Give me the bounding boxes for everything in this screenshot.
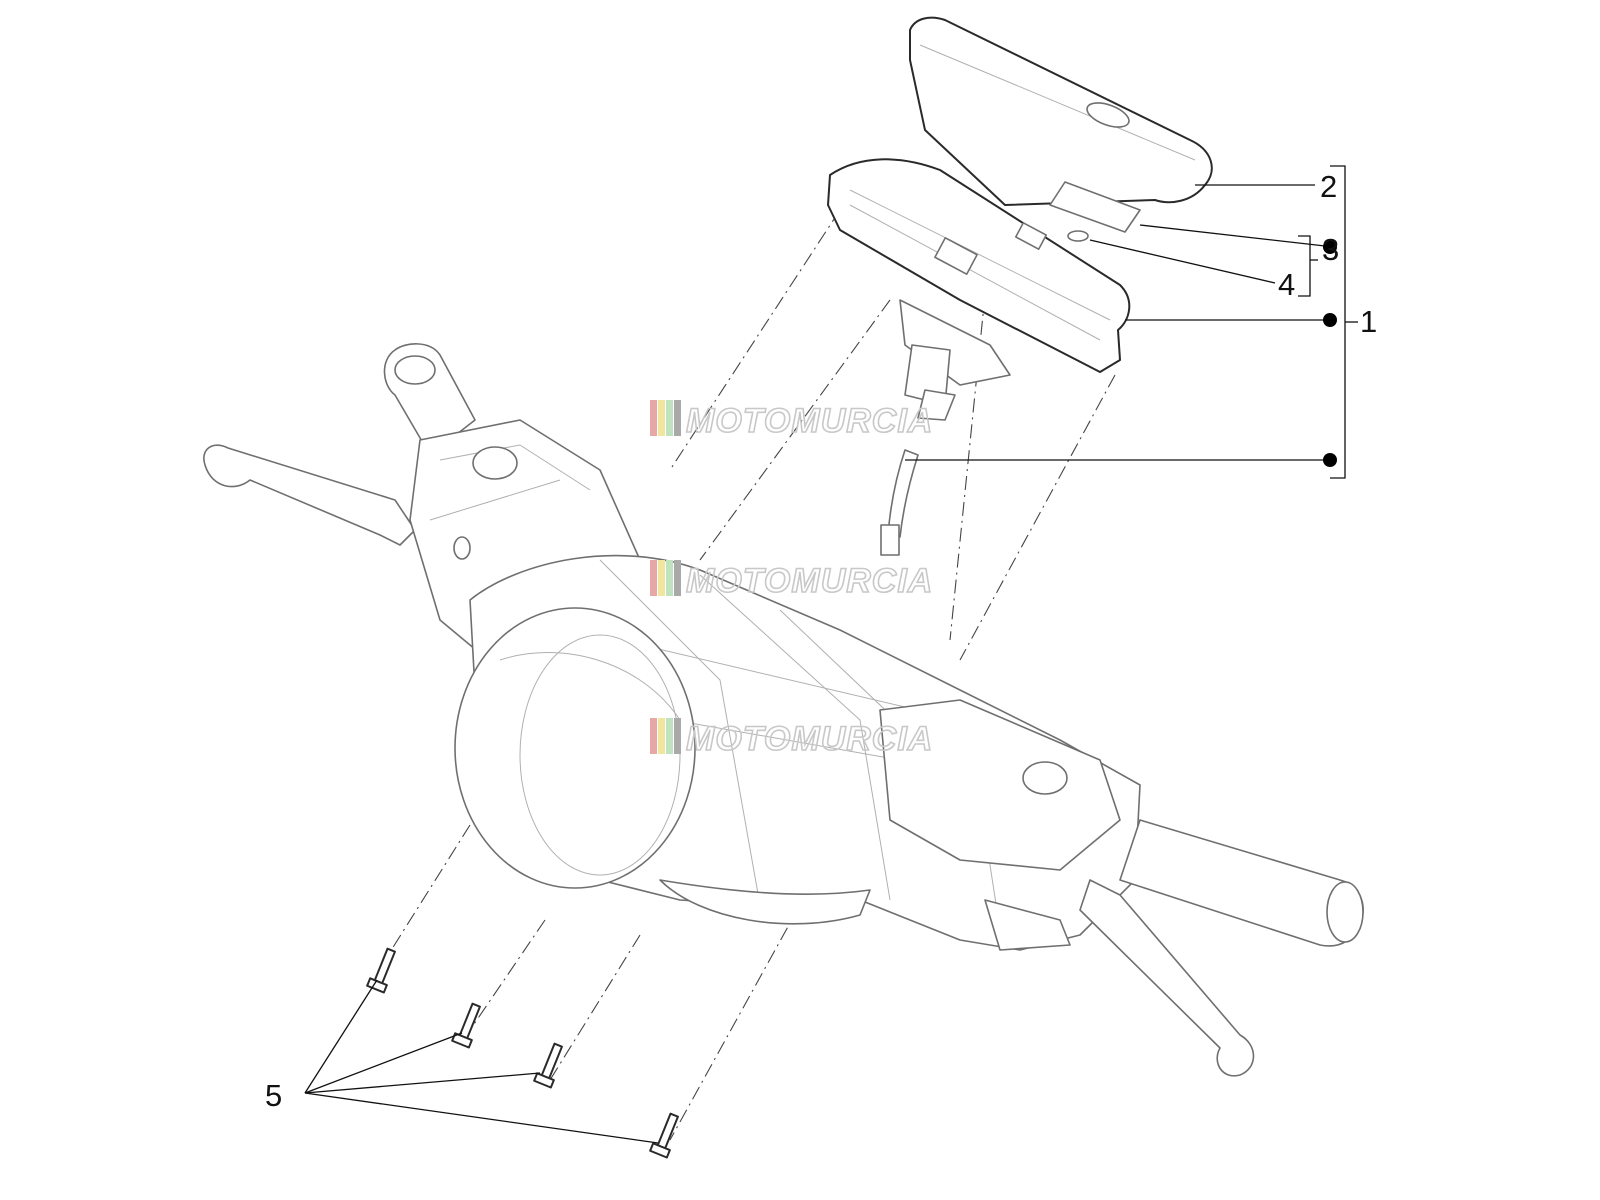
callout-3: 3 — [1322, 232, 1339, 267]
watermark-stripe — [674, 718, 681, 754]
watermark-1: MOTOMURCIA — [650, 400, 933, 441]
brackets — [1298, 165, 1358, 479]
watermark-stripe — [674, 560, 681, 596]
watermark-stripe — [650, 718, 657, 754]
watermark-stripe — [674, 400, 681, 436]
watermark-text: MOTOMURCIA — [686, 402, 933, 440]
cluster-glass — [1049, 181, 1141, 233]
glass-seal — [1067, 230, 1089, 242]
watermark-text: MOTOMURCIA — [686, 720, 933, 758]
callout-5: 5 — [265, 1078, 282, 1113]
screws — [366, 947, 679, 1159]
handlebar-assembly — [203, 343, 1364, 1077]
callout-1: 1 — [1360, 304, 1377, 339]
watermark-stripe — [658, 718, 665, 754]
watermark-stripe — [650, 560, 657, 596]
watermark-stripe — [666, 718, 673, 754]
instrument-cluster — [827, 158, 1131, 556]
watermark-2: MOTOMURCIA — [650, 560, 933, 601]
callout-4: 4 — [1278, 267, 1295, 302]
watermark-stripe — [658, 560, 665, 596]
callout-2: 2 — [1320, 169, 1337, 204]
watermark-stripe — [666, 400, 673, 436]
bullet-dots — [1323, 240, 1337, 467]
leader-lines — [304, 184, 1330, 1144]
watermark-3: MOTOMURCIA — [650, 718, 933, 759]
watermark-stripe — [666, 560, 673, 596]
watermark-stripe — [650, 400, 657, 436]
cluster-cover — [909, 16, 1213, 206]
watermark-stripe — [658, 400, 665, 436]
watermark-text: MOTOMURCIA — [686, 562, 933, 600]
